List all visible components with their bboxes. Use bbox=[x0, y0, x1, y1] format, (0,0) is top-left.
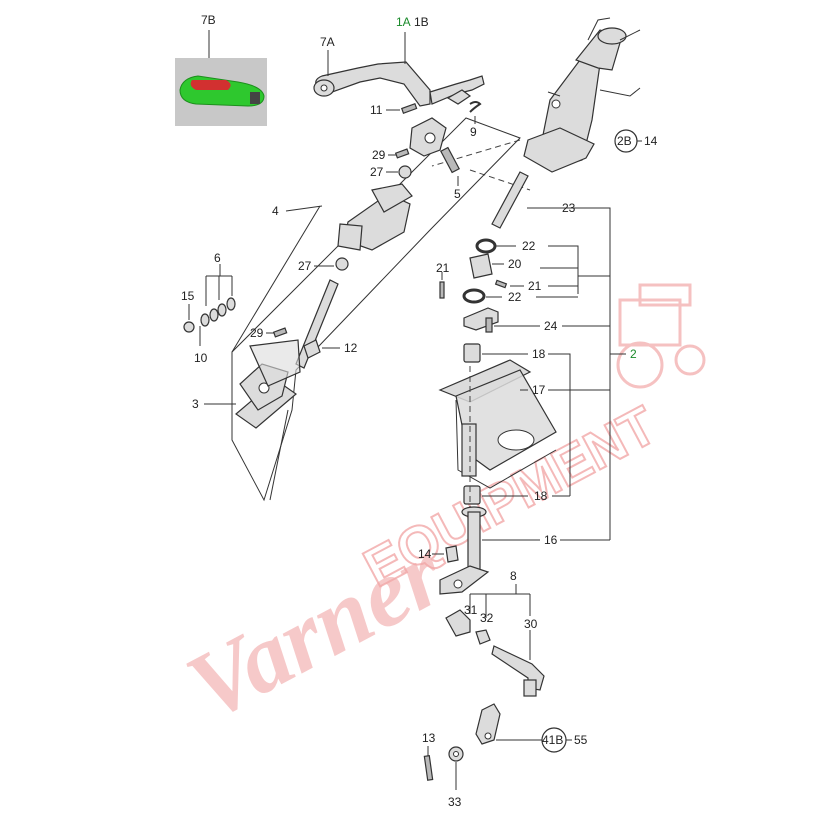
callout-2: 2 bbox=[630, 347, 637, 361]
o-ring-top bbox=[475, 238, 497, 254]
callout-2B: 2B bbox=[617, 134, 632, 148]
callout-31: 31 bbox=[464, 603, 478, 617]
callout-17: 17 bbox=[532, 383, 546, 397]
watermark: Varner EQUIPMENT bbox=[170, 394, 667, 741]
callout-5: 5 bbox=[454, 187, 461, 201]
callout-20: 20 bbox=[508, 257, 522, 271]
callout-27b: 27 bbox=[298, 259, 312, 273]
callout-23: 23 bbox=[562, 201, 576, 215]
steering-column bbox=[523, 17, 641, 173]
callout-14a: 14 bbox=[644, 134, 658, 148]
bottom-lever bbox=[475, 703, 501, 745]
callout-55: 55 bbox=[574, 733, 588, 747]
watermark-tractor-icon bbox=[616, 283, 706, 389]
knob-end-cap bbox=[250, 92, 260, 104]
shift-lever bbox=[313, 61, 485, 107]
mounting-bracket bbox=[438, 359, 557, 489]
callout-1B: 1B bbox=[414, 15, 429, 29]
knob-red-top bbox=[190, 80, 231, 90]
callout-16: 16 bbox=[544, 533, 558, 547]
callout-7A: 7A bbox=[320, 35, 335, 49]
callout-14b: 14 bbox=[418, 547, 432, 561]
knob-thumbnail bbox=[175, 58, 267, 126]
callout-15: 15 bbox=[181, 289, 195, 303]
callout-9: 9 bbox=[470, 125, 477, 139]
callout-7B: 7B bbox=[201, 13, 216, 27]
callout-21b: 21 bbox=[528, 279, 542, 293]
callout-18b: 18 bbox=[534, 489, 548, 503]
callout-12: 12 bbox=[344, 341, 358, 355]
callout-6: 6 bbox=[214, 251, 221, 265]
callout-33: 33 bbox=[448, 795, 462, 809]
callout-21a: 21 bbox=[436, 261, 450, 275]
callout-41B: 41B bbox=[542, 733, 563, 747]
callout-24: 24 bbox=[544, 319, 558, 333]
lower-shaft bbox=[439, 506, 490, 595]
callout-18a: 18 bbox=[532, 347, 546, 361]
callout-22b: 22 bbox=[508, 290, 522, 304]
callout-32: 32 bbox=[480, 611, 494, 625]
callout-27a: 27 bbox=[370, 165, 384, 179]
callout-11: 11 bbox=[370, 103, 383, 117]
callout-3: 3 bbox=[192, 397, 199, 411]
callout-13: 13 bbox=[422, 731, 436, 745]
callout-29a: 29 bbox=[372, 148, 386, 162]
washer-stack bbox=[183, 297, 236, 333]
o-ring-bottom bbox=[462, 288, 486, 304]
callout-4: 4 bbox=[272, 204, 279, 218]
callout-1A: 1A bbox=[396, 15, 411, 29]
callout-8: 8 bbox=[510, 569, 517, 583]
control-rod bbox=[491, 645, 545, 697]
callout-30: 30 bbox=[524, 617, 538, 631]
callout-29b: 29 bbox=[250, 326, 264, 340]
callout-22a: 22 bbox=[522, 239, 536, 253]
lower-tube bbox=[235, 339, 301, 429]
universal-joint bbox=[337, 117, 447, 251]
callout-10: 10 bbox=[194, 351, 208, 365]
